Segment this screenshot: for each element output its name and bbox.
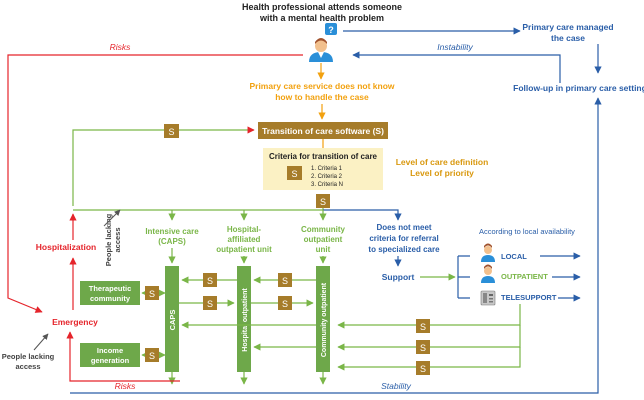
caps-label-line-1: Intensive care xyxy=(145,227,199,236)
criteria-title: Criteria for transition of care xyxy=(269,152,378,161)
local-availability-label: According to local availability xyxy=(479,227,575,236)
software-entry-line xyxy=(72,126,255,206)
therapeutic-line-2: community xyxy=(90,294,131,303)
s-badge-bar-4 xyxy=(278,296,292,310)
option-outpatient: OUTPATIENT xyxy=(501,272,548,281)
primary-care-managed-line-2: the case xyxy=(551,33,585,43)
people-lacking-vertical-2: access xyxy=(113,227,122,252)
risks-top-label: Risks xyxy=(110,42,132,52)
criteria-box xyxy=(263,148,383,190)
caps-bar-label: CAPS xyxy=(168,310,177,331)
s-badge-distribution xyxy=(316,194,330,208)
software-label: Transition of care software (S) xyxy=(262,126,384,136)
option-telesupport: TELESUPPORT xyxy=(501,293,557,302)
title-line-1: Health professional attends someone xyxy=(242,2,402,12)
caps-bar xyxy=(165,266,179,372)
community-bar-label: Community outpatient xyxy=(321,282,328,357)
pc-unknown-line-2: how to handle the case xyxy=(275,92,369,102)
s-badge-bar-1-text: S xyxy=(207,276,213,286)
therapeutic-line-1: Therapeutic xyxy=(89,284,132,293)
community-label-line-3: unit xyxy=(316,245,331,254)
instability-arrow xyxy=(352,51,561,83)
income-line-2: generation xyxy=(91,356,130,365)
s-badge-tele-1-text: S xyxy=(420,322,426,332)
s-badge-tele-2-text: S xyxy=(420,343,426,353)
community-bar xyxy=(316,266,330,372)
health-professional-icon: ? xyxy=(309,23,337,62)
criteria-item-1: 1. Criteria 1 xyxy=(311,166,343,172)
s-badge-therapeutic xyxy=(145,286,159,300)
stability-label: Stability xyxy=(381,381,412,391)
not-meet-line-2: criteria for referral xyxy=(369,234,438,243)
people-lacking-bottom-2: access xyxy=(15,362,40,371)
stability-line xyxy=(70,97,602,394)
title-line-2: with a mental health problem xyxy=(259,13,384,23)
risks-top-line xyxy=(7,54,303,313)
telephone-icon xyxy=(480,290,496,306)
risks-bottom-line xyxy=(66,331,180,382)
people-lacking-vertical-1: People lacking xyxy=(104,213,113,266)
hospital-bar xyxy=(237,266,251,372)
hospital-bar-label: Hospital outpatient xyxy=(242,288,249,352)
local-person-icon xyxy=(481,243,495,262)
hospital-label-line-3: outpatient unit xyxy=(216,245,272,254)
s-badge-criteria xyxy=(287,166,302,180)
therapeutic-community-box xyxy=(80,281,140,305)
s-badge-income-text: S xyxy=(149,351,155,361)
hospital-label-line-2: affiliated xyxy=(228,235,261,244)
s-badge-bar-1 xyxy=(203,273,217,287)
community-label-line-2: outpatient xyxy=(304,235,343,244)
s-badge-bar-3-text: S xyxy=(207,299,213,309)
telesupport-feedback-3 xyxy=(337,347,521,371)
s-badge-criteria-text: S xyxy=(291,169,297,179)
pc-unknown-line-1: Primary care service does not know xyxy=(249,81,394,91)
distribution-line-blue xyxy=(323,209,402,221)
people-lacking-vertical-arrow xyxy=(103,209,121,227)
s-badge-tele-2 xyxy=(416,340,430,354)
emergency-label: Emergency xyxy=(52,317,98,327)
risks-bottom-label: Risks xyxy=(115,381,137,391)
level-line-1: Level of care definition xyxy=(396,157,489,167)
outpatient-person-icon xyxy=(481,264,495,283)
s-badge-tele-3-text: S xyxy=(420,364,426,374)
distribution-line-green xyxy=(73,208,324,211)
s-badge-tele-1 xyxy=(416,319,430,333)
hospitalization-label: Hospitalization xyxy=(36,242,96,252)
question-mark: ? xyxy=(328,25,334,35)
s-badge-bar-2-text: S xyxy=(282,276,288,286)
people-lacking-bottom-1: People lacking xyxy=(2,352,55,361)
s-badge-income xyxy=(145,348,159,362)
s-badge-distribution-text: S xyxy=(320,197,326,207)
s-badge-bar-4-text: S xyxy=(282,299,288,309)
instability-label: Instability xyxy=(437,42,473,52)
community-label-line-1: Community xyxy=(301,225,346,234)
s-badge-tele-3 xyxy=(416,361,430,375)
s-badge-bar-2 xyxy=(278,273,292,287)
software-box xyxy=(258,122,388,139)
criteria-item-3: 3. Criteria N xyxy=(311,182,343,188)
option-local: LOCAL xyxy=(501,252,527,261)
not-meet-line-3: to specialized care xyxy=(368,245,440,254)
s-badge-therapeutic-text: S xyxy=(149,289,155,299)
followup-label: Follow-up in primary care setting xyxy=(513,83,644,93)
s-badge-bar-3 xyxy=(203,296,217,310)
hospital-label-line-1: Hospital- xyxy=(227,225,262,234)
primary-care-managed-line-1: Primary care managed xyxy=(522,22,613,32)
caps-label-line-2: (CAPS) xyxy=(158,237,186,246)
criteria-item-2: 2. Criteria 2 xyxy=(311,174,343,180)
s-badge-left xyxy=(164,124,179,138)
not-meet-line-1: Does not meet xyxy=(376,223,431,232)
s-badge-left-text: S xyxy=(168,127,174,137)
options-bracket xyxy=(457,255,470,299)
income-line-1: Income xyxy=(97,346,123,355)
people-lacking-bottom-arrow xyxy=(33,333,49,351)
level-line-2: Level of priority xyxy=(410,168,474,178)
support-label: Support xyxy=(382,272,415,282)
income-generation-box xyxy=(80,343,140,367)
